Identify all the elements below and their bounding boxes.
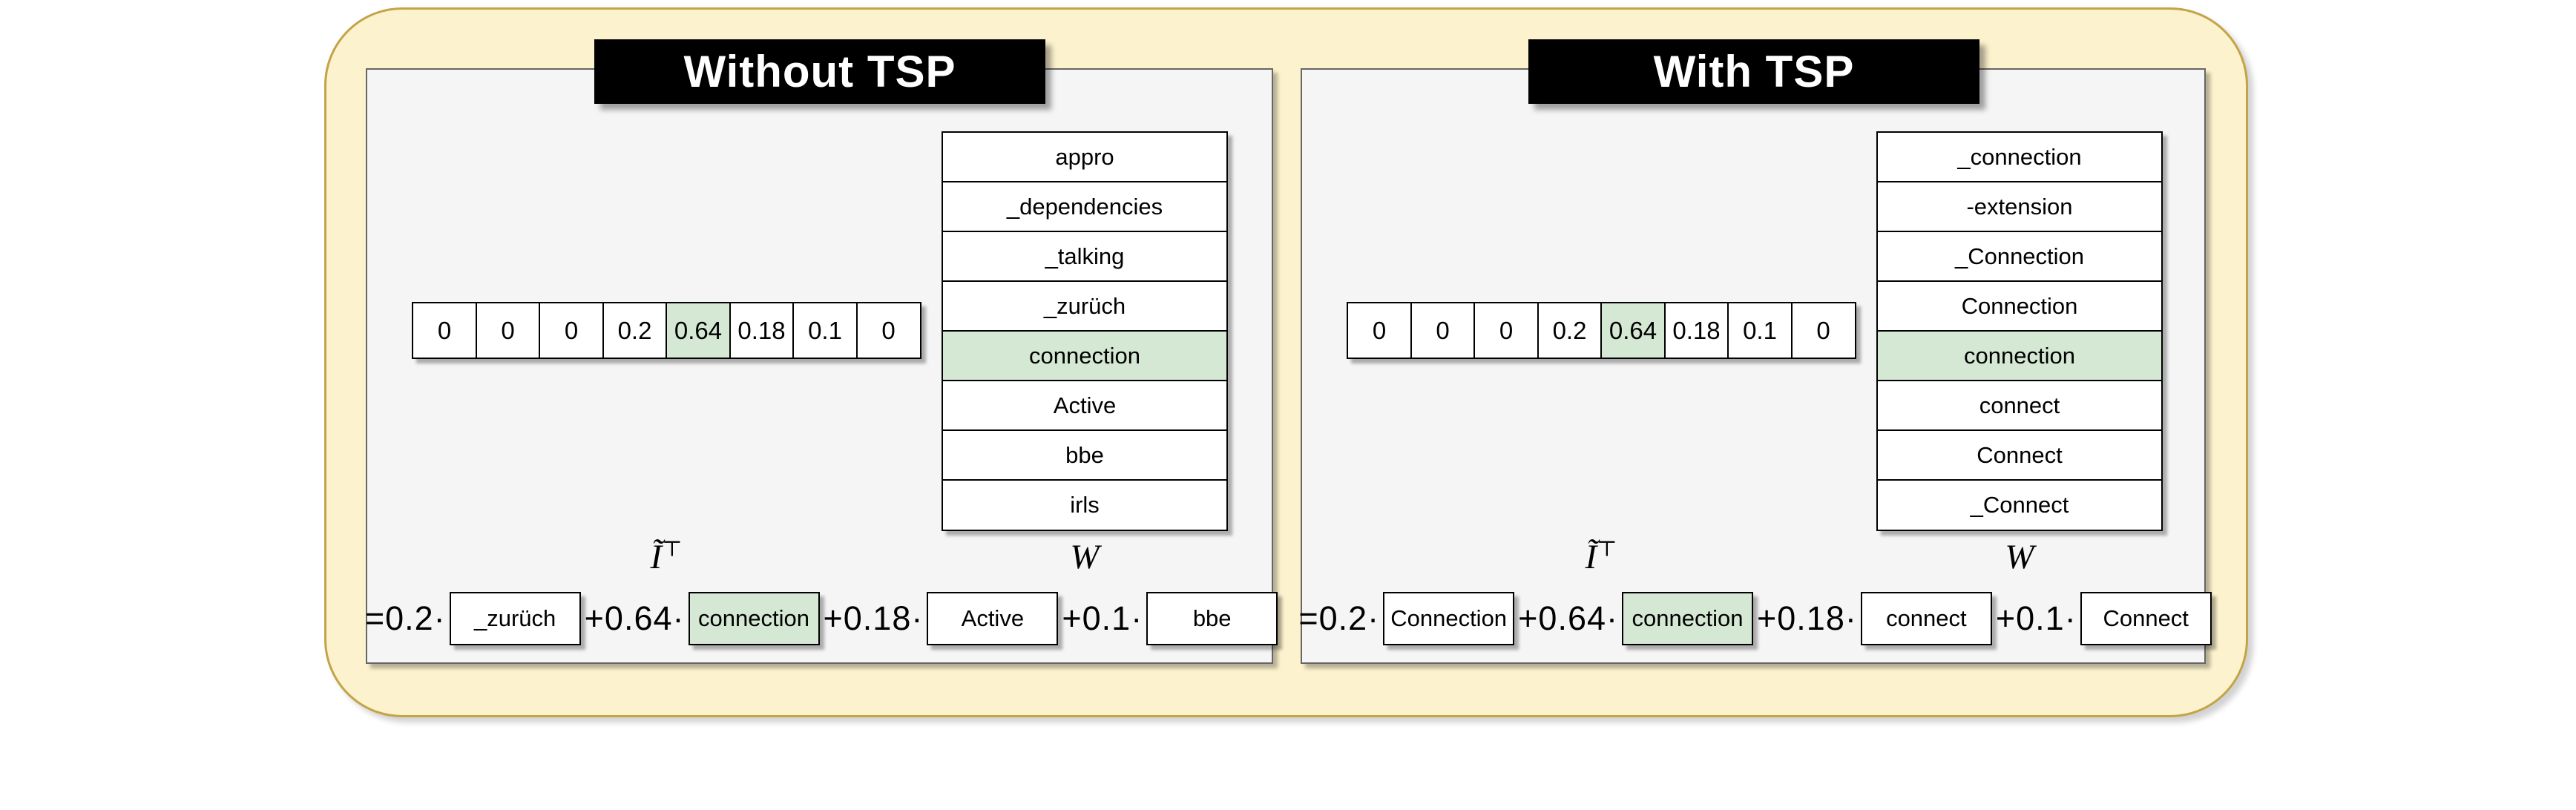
vector-cell: 0: [1410, 302, 1476, 359]
vector-cell: 0: [1347, 302, 1412, 359]
without-tsp-title-label: Without TSP: [683, 47, 956, 96]
equation-word-box: Active: [927, 592, 1059, 645]
vector-cell: 0: [475, 302, 541, 359]
with-tsp-title-label: With TSP: [1653, 47, 1855, 96]
word-list-row: bbe: [942, 429, 1228, 481]
equation-word-box: Connection: [1383, 592, 1515, 645]
vector-cell: 0: [1790, 302, 1856, 359]
word-list-row: Connection: [1876, 280, 2163, 332]
equation-word-box: connection: [688, 592, 820, 645]
vector-cell: 0: [1473, 302, 1539, 359]
equation-word-box: connect: [1860, 592, 1992, 645]
without-tsp-title: Without TSP: [594, 39, 1045, 104]
transpose-symbol: ⊤: [1597, 537, 1617, 562]
vector-cell: 0.18: [1663, 302, 1729, 359]
equation-word-box: connection: [1622, 592, 1753, 645]
vector-label: Ĩ⊤: [412, 537, 921, 577]
equation-word-box: Connect: [2080, 592, 2212, 645]
vector-cell: 0: [855, 302, 921, 359]
word-list-row: _dependencies: [942, 181, 1228, 233]
vector-cell: 0.64: [1600, 302, 1666, 359]
vector-cell: 0.1: [1727, 302, 1793, 359]
equation-operator: +0.1·: [1062, 599, 1143, 637]
equation-word-box: _zurüch: [449, 592, 581, 645]
equation-operator: +0.18·: [1757, 599, 1857, 637]
vector-label: Ĩ⊤: [1347, 537, 1856, 577]
word-list-row: irls: [942, 479, 1228, 531]
equation-operator: +0.64·: [584, 599, 685, 637]
vector-cell: 0.2: [602, 302, 668, 359]
word-list-row: -extension: [1876, 181, 2163, 233]
weighted-sum-equation: =0.2·Connection+0.64·connection+0.18·con…: [1298, 589, 2212, 648]
transpose-symbol: ⊤: [662, 537, 683, 562]
equation-operator: =0.2·: [364, 599, 446, 637]
equation-operator: +0.64·: [1518, 599, 1618, 637]
vector-cell: 0.1: [792, 302, 858, 359]
word-list-row: connect: [1876, 380, 2163, 432]
word-list-row: _zurüch: [942, 280, 1228, 332]
word-list-row: _talking: [942, 231, 1228, 283]
vector-cell: 0.2: [1537, 302, 1603, 359]
word-list-row: Active: [942, 380, 1228, 432]
word-list-row: _Connection: [1876, 231, 2163, 283]
equation-operator: =0.2·: [1298, 599, 1380, 637]
matrix-label: W: [1070, 538, 1100, 576]
vector-cell: 0.64: [666, 302, 731, 359]
weighted-sum-equation: =0.2·_zurüch+0.64·connection+0.18·Active…: [364, 589, 1278, 648]
word-list-row: _Connect: [1876, 479, 2163, 531]
word-list-row: Connect: [1876, 429, 2163, 481]
matrix-label: W: [2005, 538, 2034, 576]
equation-operator: +0.1·: [1995, 599, 2077, 637]
vector-cell: 0.18: [729, 302, 795, 359]
vector-cell: 0: [412, 302, 477, 359]
word-list-row: connection: [1876, 330, 2163, 382]
equation-operator: +0.18·: [823, 599, 924, 637]
equation-word-box: bbe: [1146, 592, 1278, 645]
word-list-row: connection: [942, 330, 1228, 382]
vector-label-base: Ĩ: [1585, 538, 1597, 576]
with-tsp-title: With TSP: [1528, 39, 1979, 104]
vector-label-base: Ĩ: [650, 538, 663, 576]
vector-cell: 0: [539, 302, 604, 359]
word-list-row: _connection: [1876, 131, 2163, 183]
word-list-row: appro: [942, 131, 1228, 183]
